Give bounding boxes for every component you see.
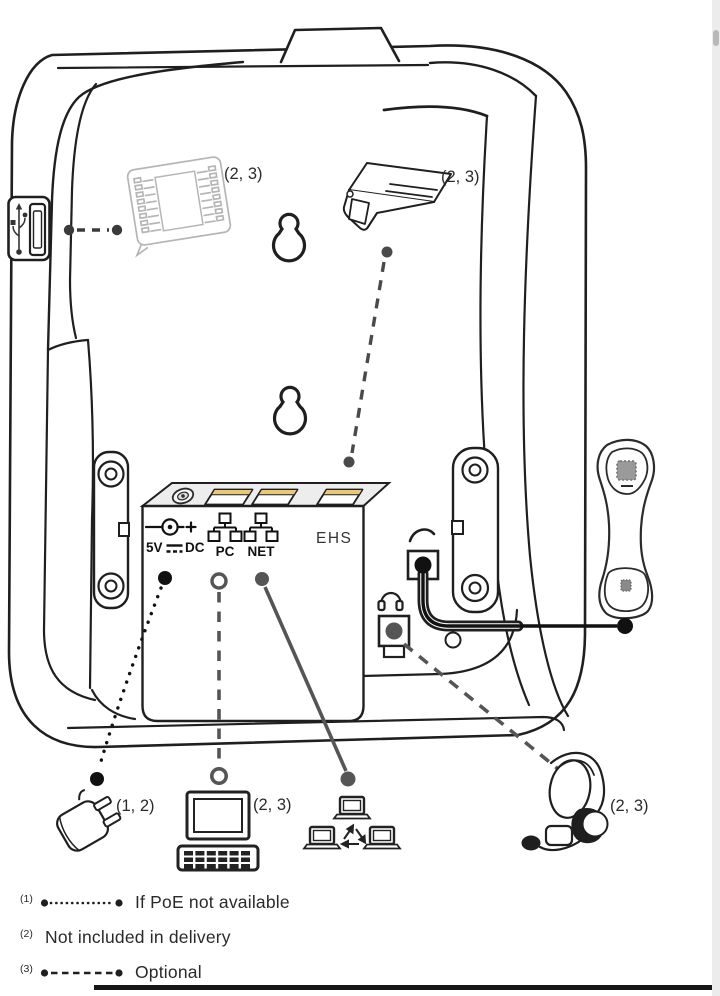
dc-barrel-inlet [171,487,195,505]
handset-icon [408,528,436,543]
dc-polarity-icon [144,518,197,536]
legend-ref-1: (1) [20,892,33,905]
port-label-dc: DC [185,540,205,555]
poe-injector-label: (2, 3) [441,168,480,186]
legend-text-optional: Optional [135,962,202,982]
injector-connector [343,246,393,468]
expansion-module-label: (2, 3) [224,165,263,183]
page-bottom-rule [94,985,712,990]
legend-ref-3: (3) [20,962,33,975]
rj45-jacks [204,488,364,506]
stand-rail-left [92,450,130,610]
power-adapter [56,789,122,852]
ports-panel: 5V DC PC NET EHS [139,482,392,723]
legend-text-poe: If PoE not available [135,892,290,912]
headset [521,751,609,852]
legend-ref-2: (2) [20,927,33,940]
handset-mic-grille [620,579,632,592]
keyboard-keys [184,851,250,869]
stand-rail-right [451,446,500,614]
network-arrows [339,823,367,849]
network [302,795,402,850]
headset-mic-tip [521,835,541,851]
pc-connector-dashed [210,572,229,785]
port-label-pc: PC [216,544,235,559]
handset [596,438,656,620]
handset-connector [414,556,633,634]
dc-symbol-icon [166,544,183,553]
legend-item-not-included: (2) Not included in delivery [20,927,231,948]
port-label-5v: 5V [146,540,163,555]
expansion-module-keys [132,164,225,234]
legend-item-optional: (3) Optional [20,962,202,983]
headset-label: (2, 3) [610,797,649,815]
port-label-net: NET [248,544,276,559]
legend-text-not-included: Not included in delivery [45,927,231,947]
poe-injector [342,162,452,231]
usb-expansion-connector [63,224,123,236]
computer-label: (2, 3) [253,796,292,814]
port-label-ehs: EHS [316,530,352,547]
scrollbar-thumb[interactable] [713,30,719,46]
dashed-line-marker [40,968,123,977]
top-tab-edge [279,26,401,64]
power-adapter-label: (1, 2) [116,797,155,815]
legend-item-poe: (1) If PoE not available [20,892,290,913]
top-tab [281,28,399,62]
power-connector-dotted [90,571,172,786]
handset-speaker-grille [616,460,637,481]
headset-mic-boom [538,837,585,852]
net-connector-solid [255,572,356,787]
headset-icon [377,591,404,612]
scrollbar-track[interactable] [712,0,720,996]
dotted-line-marker [40,898,123,907]
expansion-module [126,156,232,258]
usb-icon [10,203,28,255]
usb-port [7,195,51,262]
computer [176,790,260,872]
